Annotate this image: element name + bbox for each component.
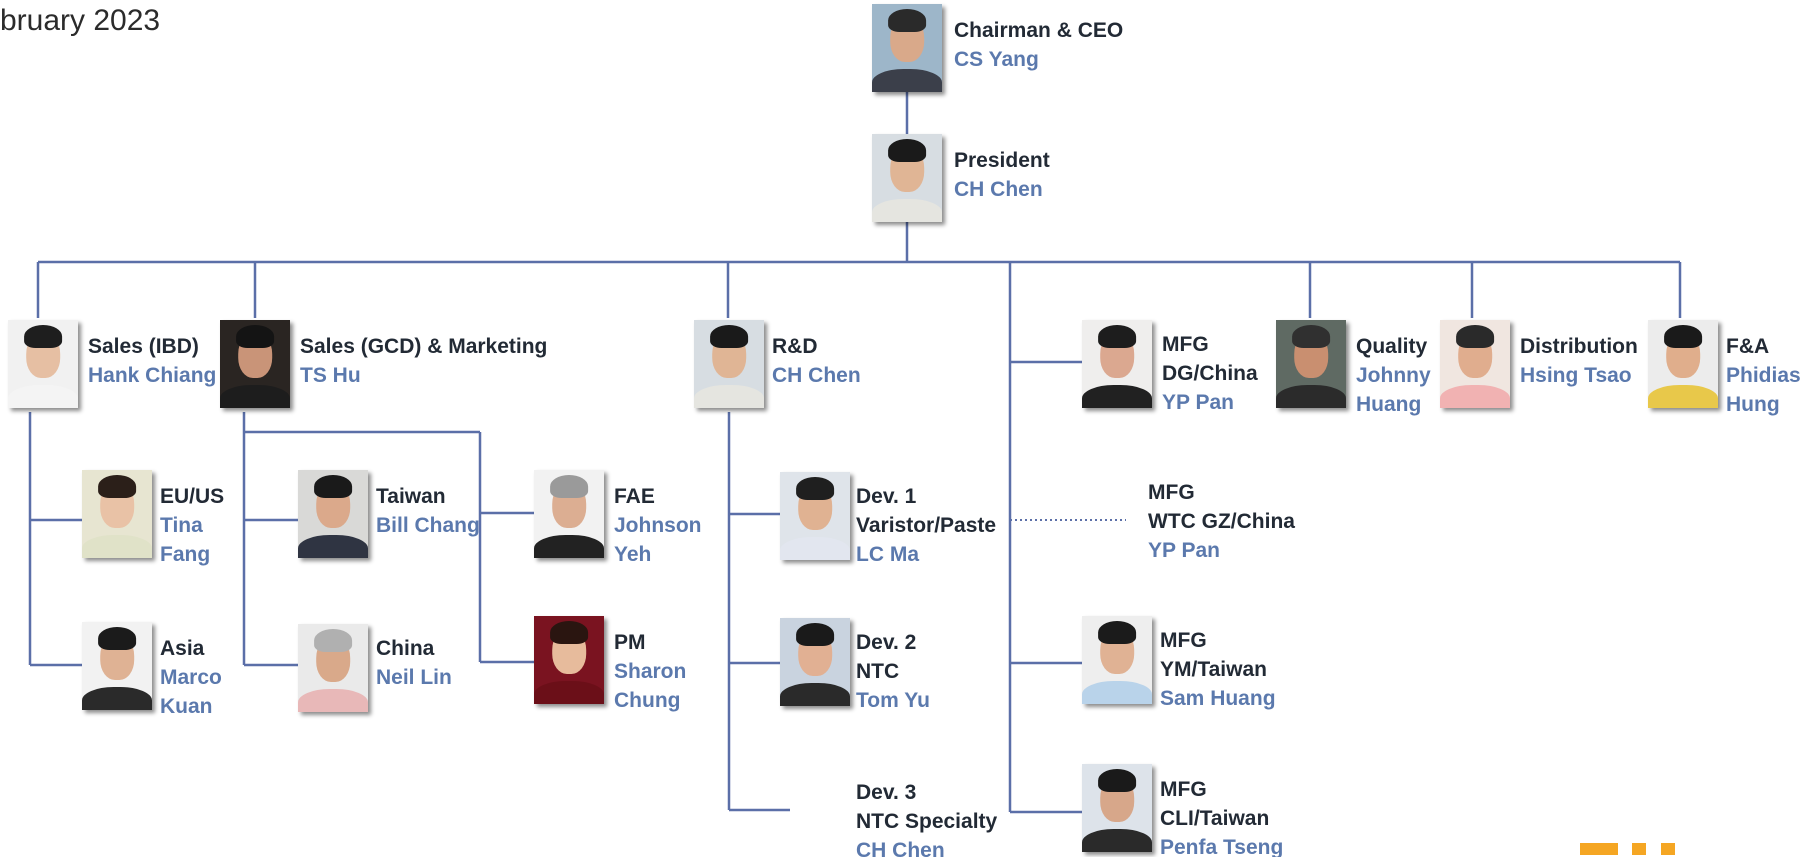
portrait-pm: [534, 616, 604, 704]
node-label-dev2: Dev. 2 NTC Tom Yu: [856, 628, 930, 715]
role-title: MFG: [1160, 629, 1207, 652]
node-label-dev1: Dev. 1 Varistor/Paste LC Ma: [856, 482, 996, 569]
portrait-president: [872, 134, 942, 222]
role-title: WTC GZ/China: [1148, 510, 1295, 533]
node-label-dev3: Dev. 3 NTC Specialty CH Chen: [856, 778, 997, 857]
role-title: Varistor/Paste: [856, 514, 997, 537]
role-title: President: [954, 149, 1050, 172]
portrait-mfg-cli: [1082, 764, 1152, 852]
person-name: Johnson: [614, 514, 702, 537]
person-name: Chung: [614, 689, 681, 712]
role-title: R&D: [772, 335, 818, 358]
portrait-fae: [534, 470, 604, 558]
role-title: F&A: [1726, 335, 1770, 358]
role-title: PM: [614, 631, 646, 654]
node-label-president: President CH Chen: [954, 146, 1050, 204]
person-name: Huang: [1356, 393, 1422, 416]
portrait-mfg-dg: [1082, 320, 1152, 408]
role-title: Sales (IBD): [88, 335, 199, 358]
role-title: Taiwan: [376, 485, 446, 508]
role-title: YM/Taiwan: [1160, 658, 1267, 681]
role-title: Sales (GCD) & Marketing: [300, 335, 548, 358]
role-title: Chairman & CEO: [954, 19, 1124, 42]
person-name: Phidias: [1726, 364, 1801, 387]
role-title: MFG: [1162, 333, 1209, 356]
node-label-chairman: Chairman & CEO CS Yang: [954, 16, 1123, 74]
portrait-sales-gcd: [220, 320, 290, 408]
portrait-dev1: [780, 472, 850, 560]
portrait-dev2: [780, 618, 850, 706]
person-name: CS Yang: [954, 48, 1039, 71]
person-name: Fang: [160, 543, 211, 566]
portrait-asia: [82, 622, 152, 710]
role-title: Quality: [1356, 335, 1428, 358]
person-name: YP Pan: [1148, 539, 1220, 562]
person-name: Hank Chiang: [88, 364, 217, 387]
role-title: NTC Specialty: [856, 810, 998, 833]
portrait-quality: [1276, 320, 1346, 408]
person-name: Yeh: [614, 543, 652, 566]
role-title: Distribution: [1520, 335, 1638, 358]
person-name: Kuan: [160, 695, 213, 718]
portrait-sales-ibd: [8, 320, 78, 408]
role-title: CLI/Taiwan: [1160, 807, 1270, 830]
role-title: MFG: [1160, 778, 1207, 801]
portrait-distribution: [1440, 320, 1510, 408]
role-title: FAE: [614, 485, 655, 508]
person-name: Sharon: [614, 660, 687, 683]
portrait-eu-us: [82, 470, 152, 558]
node-label-rnd: R&D CH Chen: [772, 332, 861, 390]
portrait-taiwan: [298, 470, 368, 558]
role-title: Dev. 1: [856, 485, 917, 508]
node-label-mfg-dg: MFG DG/China YP Pan: [1162, 330, 1258, 417]
document-title: bruary 2023: [0, 4, 161, 37]
person-name: Tom Yu: [856, 689, 930, 712]
role-title: DG/China: [1162, 362, 1258, 385]
role-title: China: [376, 637, 435, 660]
portrait-mfg-ym: [1082, 616, 1152, 704]
node-label-mfg-wtc: MFG WTC GZ/China YP Pan: [1148, 478, 1295, 565]
role-title: NTC: [856, 660, 900, 683]
person-name: Tina: [160, 514, 203, 537]
person-name: Johnny: [1356, 364, 1431, 387]
node-label-sales-gcd: Sales (GCD) & Marketing TS Hu: [300, 332, 547, 390]
person-name: YP Pan: [1162, 391, 1234, 414]
person-name: CH Chen: [954, 178, 1043, 201]
person-name: CH Chen: [856, 839, 945, 857]
person-name: Sam Huang: [1160, 687, 1276, 710]
portrait-fa: [1648, 320, 1718, 408]
role-title: MFG: [1148, 481, 1195, 504]
company-logo-fragment: [1580, 842, 1685, 857]
person-name: Bill Chang: [376, 514, 480, 537]
person-name: Hsing Tsao: [1520, 364, 1632, 387]
person-name: Marco: [160, 666, 222, 689]
person-name: CH Chen: [772, 364, 861, 387]
person-name: Penfa Tseng: [1160, 836, 1284, 857]
person-name: LC Ma: [856, 543, 919, 566]
role-title: Asia: [160, 637, 205, 660]
role-title: Dev. 2: [856, 631, 917, 654]
portrait-china: [298, 624, 368, 712]
portrait-rnd: [694, 320, 764, 408]
role-title: EU/US: [160, 485, 225, 508]
node-label-sales-ibd: Sales (IBD) Hank Chiang: [88, 332, 216, 390]
person-name: TS Hu: [300, 364, 361, 387]
person-name: Hung: [1726, 393, 1780, 416]
role-title: Dev. 3: [856, 781, 917, 804]
person-name: Neil Lin: [376, 666, 452, 689]
portrait-chairman: [872, 4, 942, 92]
